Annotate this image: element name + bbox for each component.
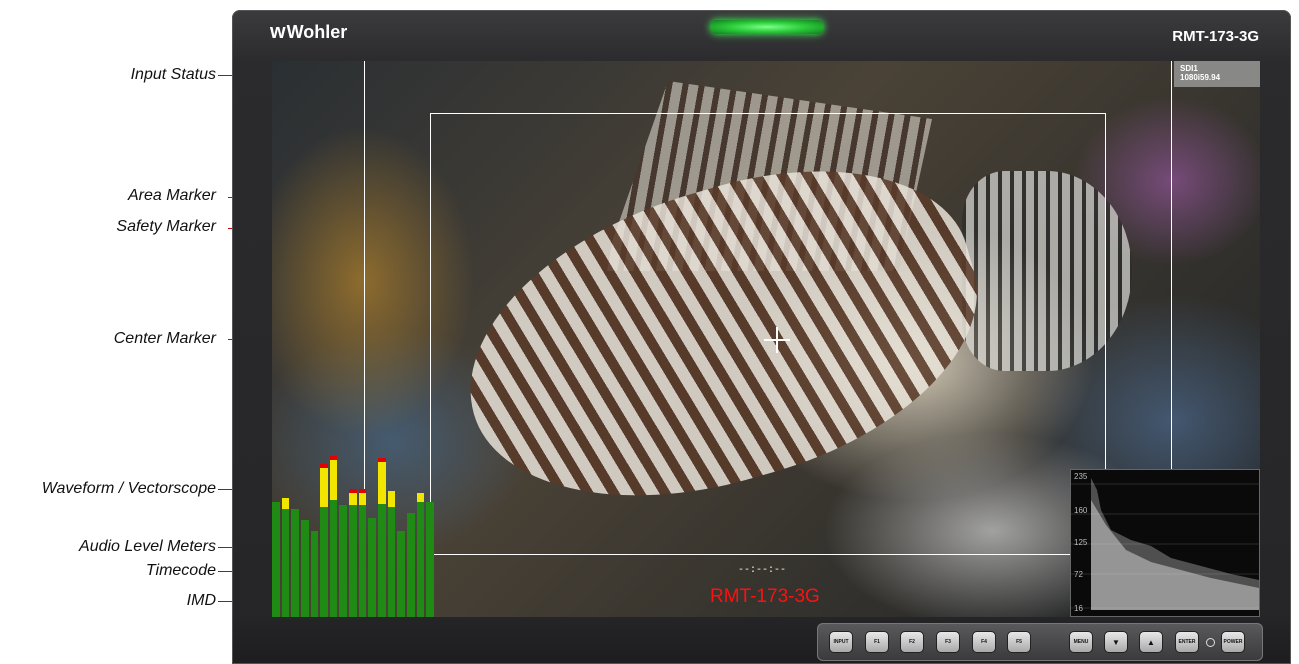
meter-peak-red: [358, 488, 367, 493]
meter-peak-red: [320, 463, 328, 468]
audio-meter-channel: [378, 437, 386, 617]
power-button[interactable]: POWER: [1221, 631, 1245, 653]
meter-peak-red: [349, 488, 357, 493]
audio-meter-channel: [339, 437, 348, 617]
meter-level-green: [320, 507, 328, 617]
audio-meter-channel: [272, 437, 280, 617]
label-waveform-vectorscope: Waveform / Vectorscope: [41, 480, 216, 497]
meter-level-green: [387, 507, 396, 617]
audio-meter-channel: [349, 437, 357, 617]
audio-meter-channel: [320, 437, 328, 617]
meter-level-yellow: [358, 492, 367, 506]
meter-level-green: [349, 505, 357, 617]
timecode-display: --:--:--: [738, 565, 787, 576]
model-label: RMT-173-3G: [1172, 28, 1259, 45]
meter-level-green: [397, 530, 405, 617]
wohler-logo-icon: ᴡ: [270, 21, 285, 43]
meter-level-green: [339, 505, 348, 617]
down-button[interactable]: ▼: [1104, 631, 1128, 653]
audio-meter-channel: [426, 437, 434, 617]
audio-meter-channel: [329, 437, 338, 617]
meter-level-green: [310, 530, 319, 617]
waveform-tick: 72: [1074, 570, 1083, 579]
meter-level-green: [416, 501, 425, 617]
audio-meter-channel: [291, 437, 299, 617]
waveform-tick: 160: [1074, 506, 1088, 515]
label-timecode: Timecode: [145, 562, 216, 579]
fish-tail-image: [962, 171, 1132, 371]
label-area-marker: Area Marker: [127, 187, 216, 204]
brand-logo-text: Wohler: [286, 22, 348, 42]
meter-level-yellow: [320, 467, 328, 508]
audio-meter-channel: [406, 437, 415, 617]
f5-button[interactable]: F5: [1007, 631, 1031, 653]
waveform-tick: 16: [1074, 604, 1083, 613]
audio-meter-channel: [300, 437, 309, 617]
audio-meter-channel: [397, 437, 405, 617]
tally-light: [710, 20, 824, 34]
meter-peak-red: [329, 456, 338, 461]
input-status-source: SDI1: [1180, 64, 1198, 73]
audio-meter-channel: [358, 437, 367, 617]
center-marker-vertical: [776, 327, 778, 353]
audio-level-meters: [272, 437, 434, 617]
f3-button[interactable]: F3: [936, 631, 960, 653]
meter-level-green: [426, 501, 434, 617]
input-button[interactable]: INPUT: [829, 631, 853, 653]
input-status-box: SDI1 1080i59.94: [1174, 61, 1260, 87]
meter-level-yellow: [329, 460, 338, 500]
meter-level-yellow: [387, 491, 396, 508]
meter-level-yellow: [281, 498, 290, 509]
meter-level-green: [358, 505, 367, 617]
imd-display: RMT-173-3G: [710, 586, 820, 607]
meter-level-yellow: [416, 492, 425, 502]
label-safety-marker: Safety Marker: [116, 218, 216, 235]
meter-level-green: [329, 500, 338, 617]
f1-button[interactable]: F1: [865, 631, 889, 653]
up-button[interactable]: ▲: [1139, 631, 1163, 653]
video-screen: SDI1 1080i59.94 235 160 125 72 16 --:--:…: [272, 61, 1260, 617]
meter-level-green: [272, 501, 280, 617]
front-panel-controls: INPUT F1 F2 F3 F4 F5 MENU ▼ ▲ ENTER POWE…: [817, 623, 1263, 661]
label-input-status: Input Status: [130, 66, 216, 83]
meter-level-green: [406, 512, 415, 617]
label-imd: IMD: [186, 592, 216, 609]
label-center-marker: Center Marker: [113, 330, 216, 347]
meter-level-yellow: [349, 492, 357, 506]
f4-button[interactable]: F4: [972, 631, 996, 653]
audio-meter-channel: [416, 437, 425, 617]
meter-peak-red: [378, 458, 386, 463]
input-status-format: 1080i59.94: [1180, 73, 1221, 82]
safety-marker: [430, 113, 1106, 555]
power-led-icon: [1206, 638, 1215, 647]
waveform-tick: 125: [1074, 538, 1088, 547]
meter-level-green: [368, 518, 377, 617]
f2-button[interactable]: F2: [900, 631, 924, 653]
meter-level-green: [281, 509, 290, 617]
area-marker: [364, 61, 1172, 615]
waveform-tick: 235: [1074, 472, 1088, 481]
brand-logo: ᴡ Wohler: [270, 21, 347, 44]
audio-meter-channel: [281, 437, 290, 617]
meter-level-green: [378, 503, 386, 617]
waveform-trace: [1071, 478, 1260, 610]
meter-level-green: [300, 519, 309, 617]
audio-meter-channel: [310, 437, 319, 617]
enter-button[interactable]: ENTER: [1175, 631, 1199, 653]
meter-level-green: [291, 509, 299, 617]
audio-meter-channel: [387, 437, 396, 617]
meter-level-yellow: [378, 462, 386, 504]
waveform-display: 235 160 125 72 16: [1070, 469, 1260, 617]
label-audio-level-meters: Audio Level Meters: [79, 538, 216, 555]
menu-button[interactable]: MENU: [1069, 631, 1093, 653]
audio-meter-channel: [368, 437, 377, 617]
